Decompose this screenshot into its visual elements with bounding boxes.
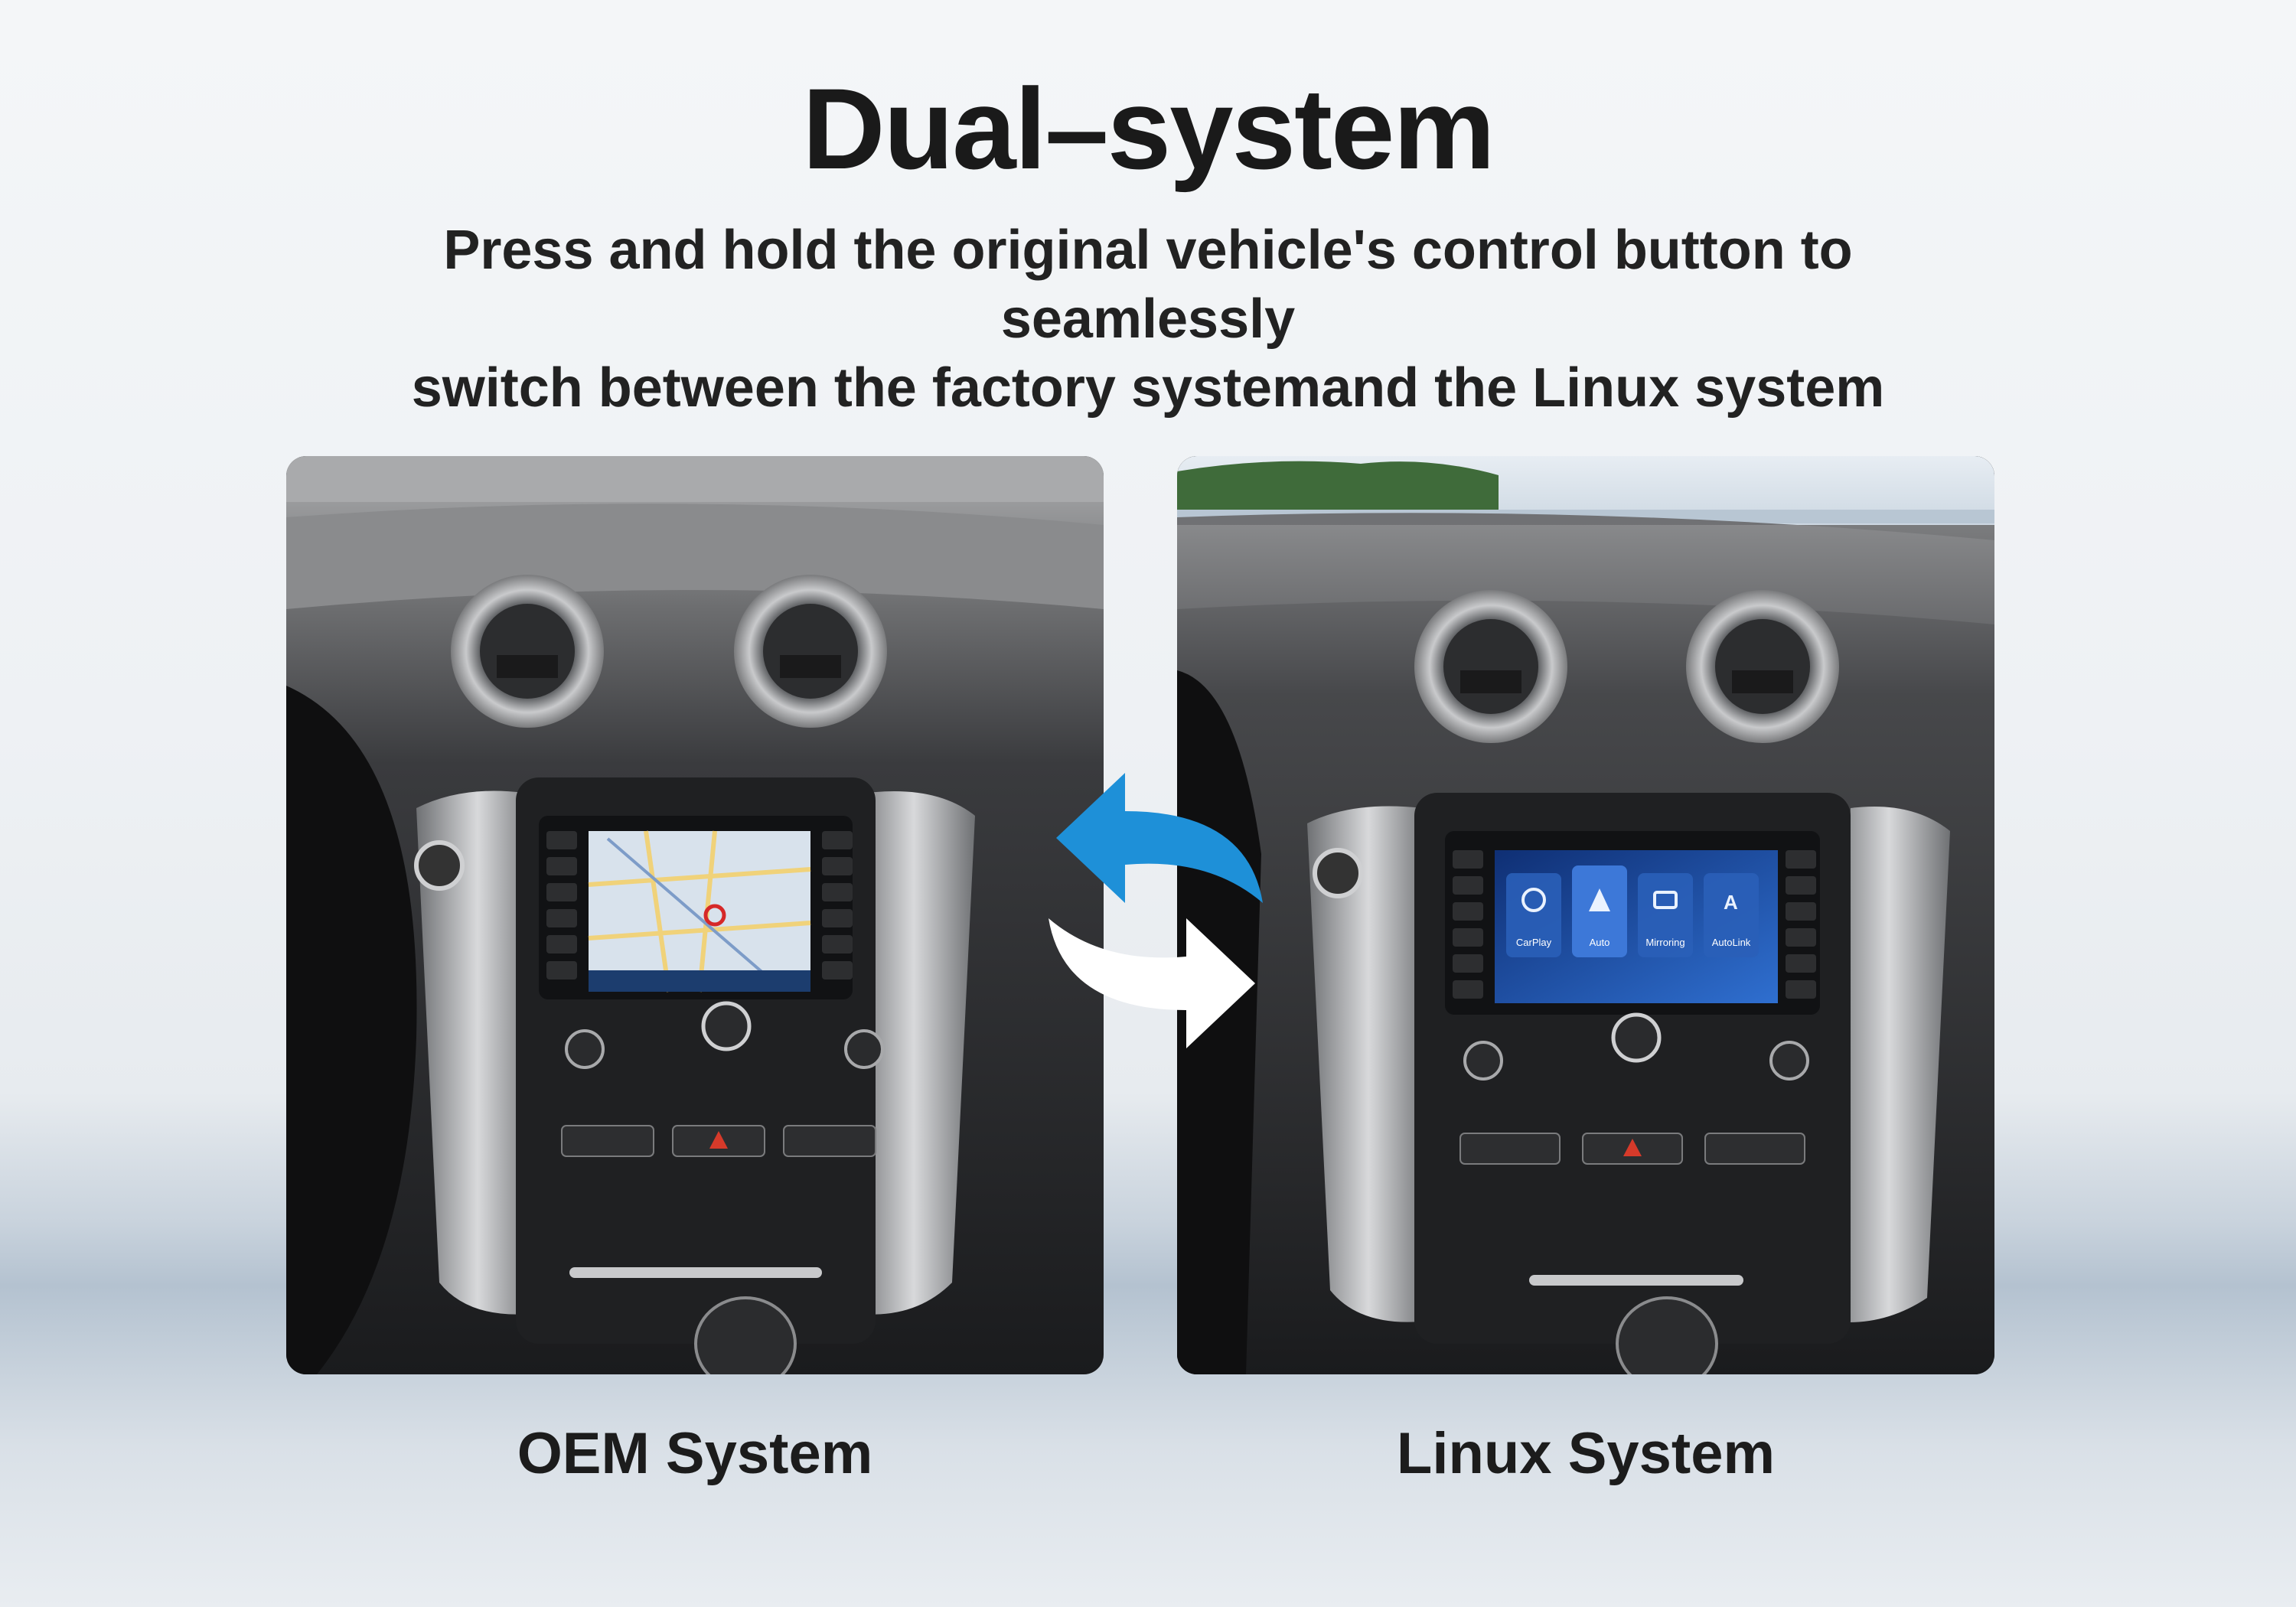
app-label-mirroring: Mirroring bbox=[1645, 937, 1684, 948]
subtitle-line-2: switch between the factory systemand the… bbox=[411, 357, 1885, 419]
linux-system-caption: Linux System bbox=[1396, 1421, 1776, 1486]
svg-text:A: A bbox=[1724, 891, 1738, 914]
oem-system-photo bbox=[286, 456, 1104, 1374]
app-label-carplay: CarPlay bbox=[1516, 937, 1552, 948]
linux-system-photo: A CarPlay Auto Mirroring AutoLink bbox=[1177, 456, 1994, 1374]
swap-arrows-icon bbox=[1041, 765, 1270, 1056]
page-subtitle: Press and hold the original vehicle's co… bbox=[291, 216, 2005, 422]
page-title: Dual–system bbox=[802, 64, 1495, 193]
app-grid: A bbox=[1506, 865, 1759, 957]
subtitle-line-1: Press and hold the original vehicle's co… bbox=[443, 220, 1853, 350]
oem-system-caption: OEM System bbox=[517, 1421, 873, 1486]
app-label-auto: Auto bbox=[1590, 937, 1610, 948]
app-label-autolink: AutoLink bbox=[1712, 937, 1751, 948]
